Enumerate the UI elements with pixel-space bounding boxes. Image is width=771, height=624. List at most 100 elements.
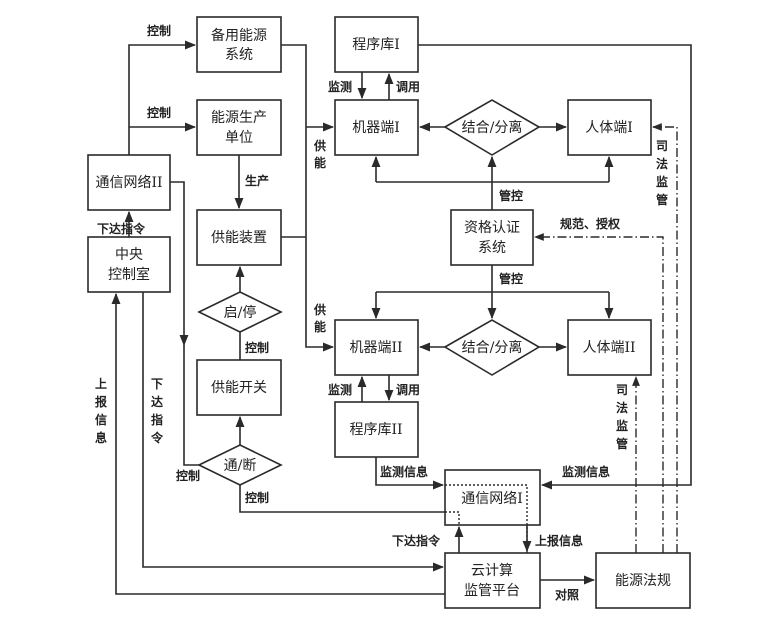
edge-comm2-to-backup (128, 40, 197, 155)
svg-text:司: 司 (616, 383, 628, 397)
node-start-stop: 启/停 (197, 291, 283, 333)
label-monitor: 监测 (328, 79, 352, 94)
svg-text:供: 供 (313, 302, 326, 317)
svg-text:指: 指 (151, 412, 163, 427)
label-issue-command-vertical: 下 达 指 令 (150, 377, 164, 445)
node-power-supply-device: 供能装置 (196, 209, 282, 266)
node-label: 备用能源 (211, 27, 267, 44)
edge-comm1-internal-2 (445, 511, 460, 525)
node-label: 单位 (225, 130, 253, 146)
svg-text:供: 供 (313, 138, 326, 153)
node-combine-separate-1: 结合/分离 (443, 99, 541, 156)
node-label: 供能装置 (211, 230, 267, 246)
svg-text:法: 法 (616, 400, 628, 415)
node-label: 机器端II (349, 340, 402, 356)
edge-comm1-internal (445, 484, 528, 553)
svg-text:下: 下 (151, 377, 163, 391)
label-report-info-vertical: 上 报 信 息 (95, 376, 107, 445)
svg-text:管: 管 (616, 436, 628, 451)
node-human-1: 人体端I (567, 99, 652, 156)
node-label: 中央 (115, 247, 143, 263)
edge-central-to-cloud (142, 292, 445, 572)
edge-onoff-to-comm1 (239, 485, 445, 513)
node-comm-network-2: 通信网络II (87, 154, 171, 211)
node-qualification-system: 资格认证 系统 (450, 209, 534, 266)
edge-regulations-to-human1 (652, 123, 678, 553)
label-standardize-authorize: 规范、授权 (560, 216, 621, 231)
node-comm-network-1: 通信网络I (444, 469, 541, 526)
node-label: 人体端II (582, 340, 635, 356)
node-program-lib-2: 程序库II (334, 401, 419, 458)
label-supply-2: 供 能 (313, 302, 326, 334)
node-label: 启/停 (224, 304, 257, 321)
node-label: 云计算 (471, 563, 513, 579)
label-invoke: 调用 (396, 80, 420, 94)
label-monitor-info: 监测信息 (380, 464, 428, 479)
label-issue-command: 下达指令 (97, 221, 146, 236)
node-energy-production: 能源生产 单位 (196, 99, 282, 156)
edge-comm2-to-onoff-2 (183, 345, 199, 466)
node-label: 通信网络I (461, 491, 523, 507)
node-label: 程序库II (349, 422, 402, 438)
node-central-control: 中央 控制室 (87, 236, 171, 293)
label-invoke: 调用 (396, 383, 420, 397)
node-machine-1: 机器端I (334, 99, 419, 156)
node-label: 能源生产 (211, 110, 267, 126)
node-backup-energy: 备用能源 系统 (196, 16, 282, 73)
label-produce: 生产 (245, 173, 269, 188)
node-machine-2: 机器端II (334, 319, 419, 376)
label-monitor: 监测 (328, 382, 352, 397)
node-energy-regulations: 能源法规 (595, 552, 691, 609)
edge-regulations-to-qual (534, 233, 664, 553)
label-control: 控制 (147, 23, 171, 38)
svg-text:息: 息 (95, 430, 107, 445)
node-label: 通/断 (224, 458, 257, 474)
edge-cloud-to-central (111, 292, 445, 595)
svg-text:能: 能 (314, 155, 326, 170)
label-control: 控制 (147, 105, 171, 120)
svg-text:管: 管 (656, 192, 668, 207)
node-label: 结合/分离 (462, 339, 523, 356)
node-combine-separate-2: 结合/分离 (443, 319, 541, 376)
svg-text:能: 能 (314, 319, 326, 334)
svg-text:令: 令 (150, 430, 164, 445)
label-control: 控制 (245, 490, 269, 505)
node-label: 结合/分离 (462, 119, 523, 136)
label-manage-control: 管控 (499, 271, 523, 286)
label-report-info: 上报信息 (535, 533, 583, 548)
edge-lib2-to-comm1 (375, 457, 445, 490)
node-label: 通信网络II (95, 175, 162, 191)
node-label: 程序库I (352, 37, 400, 53)
node-program-lib-1: 程序库I (334, 16, 419, 73)
node-on-off: 通/断 (197, 444, 283, 486)
node-label: 人体端I (585, 120, 633, 136)
node-label: 系统 (478, 240, 506, 256)
edge-supply-trunk (281, 44, 335, 352)
label-compare: 对照 (555, 587, 579, 602)
svg-text:监: 监 (616, 418, 628, 433)
svg-text:上: 上 (95, 376, 107, 391)
label-judicial-supervision-2: 司 法 监 管 (616, 383, 628, 451)
node-power-switch: 供能开关 (196, 359, 282, 416)
node-label: 控制室 (108, 266, 150, 283)
label-control: 控制 (245, 340, 269, 355)
node-label: 系统 (225, 47, 253, 63)
label-supply-1: 供 能 (313, 138, 326, 170)
edge-comm2-to-onoff (170, 181, 189, 347)
node-label: 监管平台 (464, 583, 520, 599)
node-cloud-platform: 云计算 监管平台 (444, 552, 541, 609)
node-label: 机器端I (352, 120, 400, 136)
svg-text:报: 报 (95, 394, 107, 409)
label-judicial-supervision-1: 司 法 监 管 (656, 139, 668, 207)
svg-text:达: 达 (151, 394, 163, 409)
svg-text:司: 司 (656, 139, 668, 153)
node-human-2: 人体端II (567, 319, 652, 376)
label-monitor-info: 监测信息 (562, 464, 610, 479)
node-label: 资格认证 (464, 220, 520, 236)
label-control: 控制 (176, 468, 200, 483)
svg-text:信: 信 (95, 412, 107, 427)
label-manage-control: 管控 (499, 188, 523, 203)
node-label: 能源法规 (615, 573, 671, 589)
node-label: 供能开关 (211, 380, 267, 396)
